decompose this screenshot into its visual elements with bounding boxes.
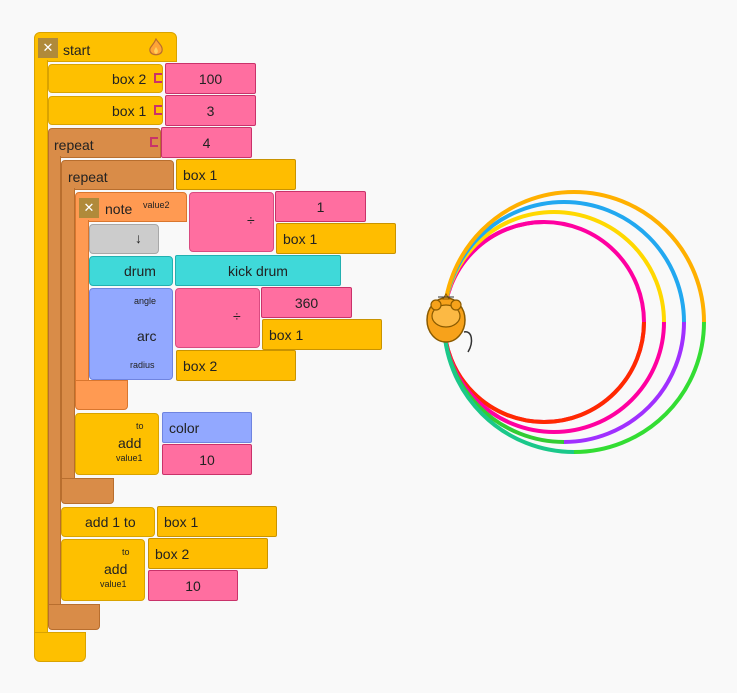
drawn-circle-2-bottom <box>442 321 666 434</box>
note-block[interactable] <box>75 192 187 222</box>
drum-label: drum <box>124 263 156 279</box>
divide-block[interactable] <box>189 192 274 252</box>
arc-radius-field[interactable]: box 2 <box>176 350 296 381</box>
add-value-label: value1 <box>116 453 143 463</box>
flat-block[interactable] <box>89 224 159 254</box>
socket-connector <box>154 105 162 115</box>
drawn-circle-2-top <box>442 210 666 323</box>
arc-angle-field[interactable]: 360 <box>261 287 352 318</box>
add-box2-value-field[interactable]: 10 <box>148 570 238 601</box>
note-label: note <box>105 201 133 217</box>
drum-block[interactable] <box>89 256 173 286</box>
drawn-circle-4-right <box>573 321 706 454</box>
set-box1-label: box 1 <box>112 103 147 119</box>
box1-value-field[interactable]: 3 <box>165 95 256 126</box>
add-color-value-field[interactable]: 10 <box>162 444 252 475</box>
note-denominator-field[interactable]: box 1 <box>276 223 396 254</box>
arc-label: arc <box>137 328 157 344</box>
collapse-icon[interactable]: ✕ <box>38 38 58 58</box>
add-one-target-field[interactable]: box 1 <box>157 506 277 537</box>
box2-value-field[interactable]: 100 <box>165 63 256 94</box>
add-label: add <box>104 561 128 577</box>
drawn-circle-3-right <box>563 321 686 444</box>
set-box2-block[interactable] <box>48 64 163 93</box>
collapse-icon[interactable]: ✕ <box>79 198 99 218</box>
repeat-inner-label: repeat <box>68 169 108 185</box>
divide-block[interactable] <box>175 288 260 348</box>
set-box2-label: box 2 <box>112 71 147 87</box>
repeat-outer-spine <box>48 156 61 616</box>
note-param-label: value2 <box>143 200 170 210</box>
socket-connector <box>150 137 158 147</box>
add-label: add <box>118 435 142 451</box>
flat-label: ↓ <box>135 230 142 246</box>
arc-angle-denominator-field[interactable]: box 1 <box>262 319 382 350</box>
start-label: start <box>63 42 91 58</box>
add-to-label: to <box>136 421 144 431</box>
arc-radius-label: radius <box>130 360 155 370</box>
fire-icon <box>149 38 163 56</box>
divide-label: ÷ <box>233 308 241 324</box>
add-one-label: add 1 to <box>85 514 136 530</box>
drawn-circle-4-bottom <box>442 321 575 454</box>
drawn-circle-4-top <box>442 190 706 323</box>
add-one-block[interactable] <box>61 507 155 537</box>
socket-connector <box>154 73 162 83</box>
repeat-outer-block[interactable] <box>48 128 161 158</box>
add-box2-block[interactable] <box>61 539 145 601</box>
add-color-target-field[interactable]: color <box>162 412 252 443</box>
add-box2-target-field[interactable]: box 2 <box>148 538 268 569</box>
add-to-label: to <box>122 547 130 557</box>
note-block-foot <box>75 380 128 410</box>
repeat-outer-count-field[interactable]: 4 <box>161 127 252 158</box>
note-block-spine <box>75 220 89 400</box>
add-color-block[interactable] <box>75 413 159 475</box>
arc-block[interactable] <box>89 288 173 380</box>
drawn-circle-3-bottom <box>442 321 565 444</box>
mouse-turtle-icon[interactable] <box>426 293 473 353</box>
start-block-spine <box>34 60 48 655</box>
turtle-canvas <box>426 190 706 454</box>
arc-angle-label: angle <box>134 296 157 306</box>
add-value-label: value1 <box>100 579 127 589</box>
drum-type-field[interactable]: kick drum <box>175 255 341 286</box>
repeat-inner-foot <box>61 478 114 504</box>
repeat-inner-block[interactable] <box>61 160 174 190</box>
repeat-inner-count-field[interactable]: box 1 <box>176 159 296 190</box>
repeat-inner-spine <box>61 188 75 488</box>
start-block-foot <box>34 632 86 662</box>
repeat-outer-foot <box>48 604 100 630</box>
repeat-outer-label: repeat <box>54 137 94 153</box>
divide-label: ÷ <box>247 212 255 228</box>
set-box1-block[interactable] <box>48 96 163 125</box>
note-numerator-field[interactable]: 1 <box>275 191 366 222</box>
